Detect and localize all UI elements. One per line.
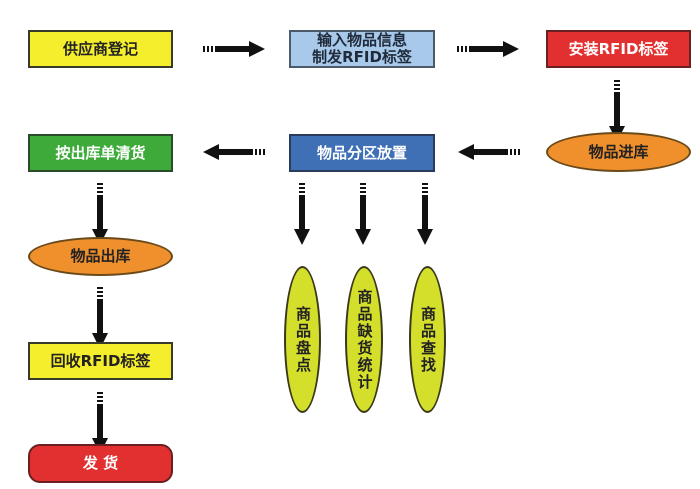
supplier-register-box: 供应商登记 — [28, 30, 173, 68]
node-label: 物品出库 — [70, 247, 131, 265]
install-tag-box: 安装RFID标签 — [546, 30, 691, 68]
arrow-down — [417, 183, 433, 245]
recycle-tag-box: 回收RFID标签 — [28, 342, 173, 380]
zone-placement-box: 物品分区放置 — [289, 134, 435, 172]
arrow-down — [355, 183, 371, 245]
node-label: 商品缺货统计 — [355, 288, 374, 391]
node-label: 物品分区放置 — [316, 143, 407, 162]
node-label: 发 货 — [82, 454, 119, 472]
node-label: 输入物品信息 — [316, 31, 407, 49]
node-label: 按出库单清货 — [55, 143, 146, 162]
arrow-down — [294, 183, 310, 245]
arrow-right — [457, 41, 519, 57]
node-label: 回收RFID标签 — [50, 351, 151, 370]
node-label: 供应商登记 — [62, 39, 138, 58]
inventory-ellipse: 商品盘点 — [284, 266, 321, 413]
shortage-stats-ellipse: 商品缺货统计 — [345, 266, 383, 413]
ship-box: 发 货 — [28, 444, 173, 483]
goods-in-ellipse: 物品进库 — [546, 132, 691, 172]
clear-by-order-box: 按出库单清货 — [28, 134, 173, 172]
arrow-left — [458, 144, 520, 160]
arrow-left — [203, 144, 265, 160]
goods-out-ellipse: 物品出库 — [28, 237, 173, 276]
node-label: 安装RFID标签 — [568, 39, 669, 58]
input-info-box: 输入物品信息 制发RFID标签 — [289, 30, 435, 68]
node-label: 商品查找 — [419, 305, 437, 374]
arrow-right — [203, 41, 265, 57]
arrow-down — [92, 183, 108, 245]
search-ellipse: 商品查找 — [409, 266, 446, 413]
node-label: 制发RFID标签 — [312, 48, 412, 66]
node-label: 物品进库 — [588, 142, 649, 161]
arrow-down — [92, 287, 108, 349]
node-label: 商品盘点 — [294, 305, 312, 374]
